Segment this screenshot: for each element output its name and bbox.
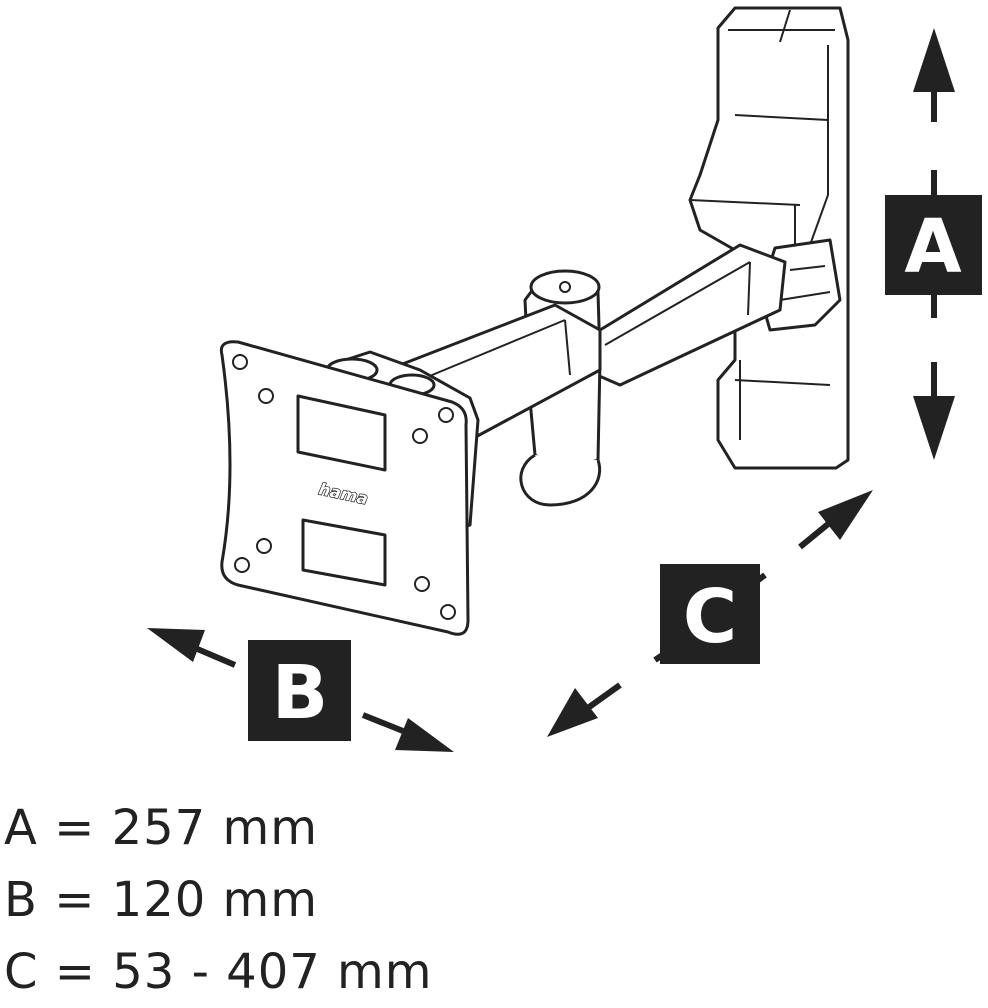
label-a: A — [885, 195, 982, 295]
label-b-text: B — [272, 650, 328, 736]
arrow-b — [147, 628, 454, 752]
label-c: C — [660, 564, 760, 664]
dimension-a: A = 257 mm — [4, 800, 318, 856]
label-b: B — [248, 640, 351, 741]
label-a-text: A — [904, 204, 961, 290]
wall-plate — [688, 6, 850, 470]
dimension-c: C = 53 - 407 mm — [4, 944, 433, 1000]
label-c-text: C — [683, 574, 737, 660]
dimension-b: B = 120 mm — [4, 872, 319, 928]
wall-mount-diagram: hama A B C — [147, 6, 982, 752]
arrow-a — [913, 28, 955, 460]
vesa-plate: hama — [219, 340, 470, 636]
dimension-list: A = 257 mm B = 120 mm C = 53 - 407 mm — [4, 792, 433, 1008]
